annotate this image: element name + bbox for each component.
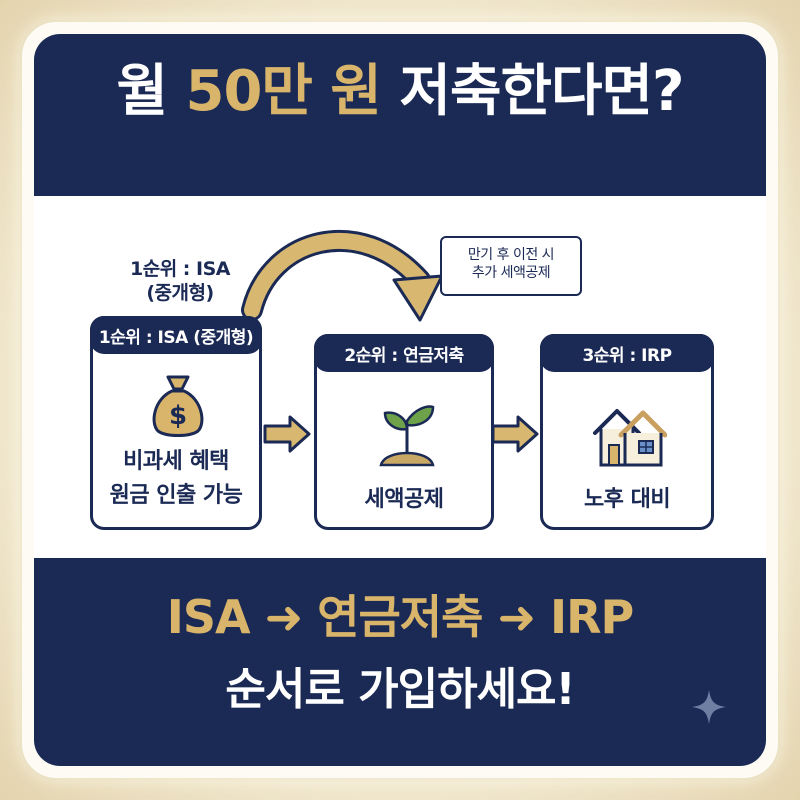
top-note-line2: (중개형) <box>146 281 214 304</box>
title-prefix: 월 <box>116 59 186 124</box>
money-bag-icon: $ <box>152 375 204 437</box>
step-label: 2순위 : 연금저축 <box>314 334 494 372</box>
top-note-line1: 1순위 : ISA <box>130 258 230 280</box>
top-note: 1순위 : ISA (중개형) <box>110 258 250 306</box>
arrow-right-icon <box>263 415 311 453</box>
title-highlight: 50만 원 <box>185 59 381 124</box>
step-line1: 노후 대비 <box>583 487 671 512</box>
step-card-isa: 1순위 : ISA (중개형) $ 비과세 혜택 원금 인출 가능 <box>90 316 262 530</box>
sprout-icon <box>379 405 435 467</box>
step-card-pension: 2순위 : 연금저축 세액공제 <box>314 334 494 530</box>
callout-line1: 만기 후 이전 시 <box>467 247 555 263</box>
step-card-irp: 3순위 : IRP 노후 대비 <box>540 334 714 530</box>
step-line1: 세액공제 <box>364 487 444 512</box>
house-icon <box>593 409 667 467</box>
sparkle-icon <box>692 690 726 724</box>
flow-line: ISA ➜ 연금저축 ➜ IRP <box>166 590 635 644</box>
page-title: 월 50만 원 저축한다면? <box>0 64 800 120</box>
arrow-right-icon <box>491 415 539 453</box>
callout-line2: 추가 세액공제 <box>471 265 551 282</box>
svg-text:$: $ <box>169 401 187 431</box>
transfer-callout: 만기 후 이전 시 추가 세액공제 <box>440 236 582 296</box>
curved-arrow-icon <box>241 229 444 322</box>
title-suffix: 저축한다면? <box>380 59 684 124</box>
step-line1: 비과세 혜택 <box>123 449 229 474</box>
step-label: 1순위 : ISA (중개형) <box>90 316 262 354</box>
step-line2: 원금 인출 가능 <box>109 483 243 508</box>
step-label: 3순위 : IRP <box>540 334 714 372</box>
cta-line: 순서로 가입하세요! <box>225 664 575 715</box>
